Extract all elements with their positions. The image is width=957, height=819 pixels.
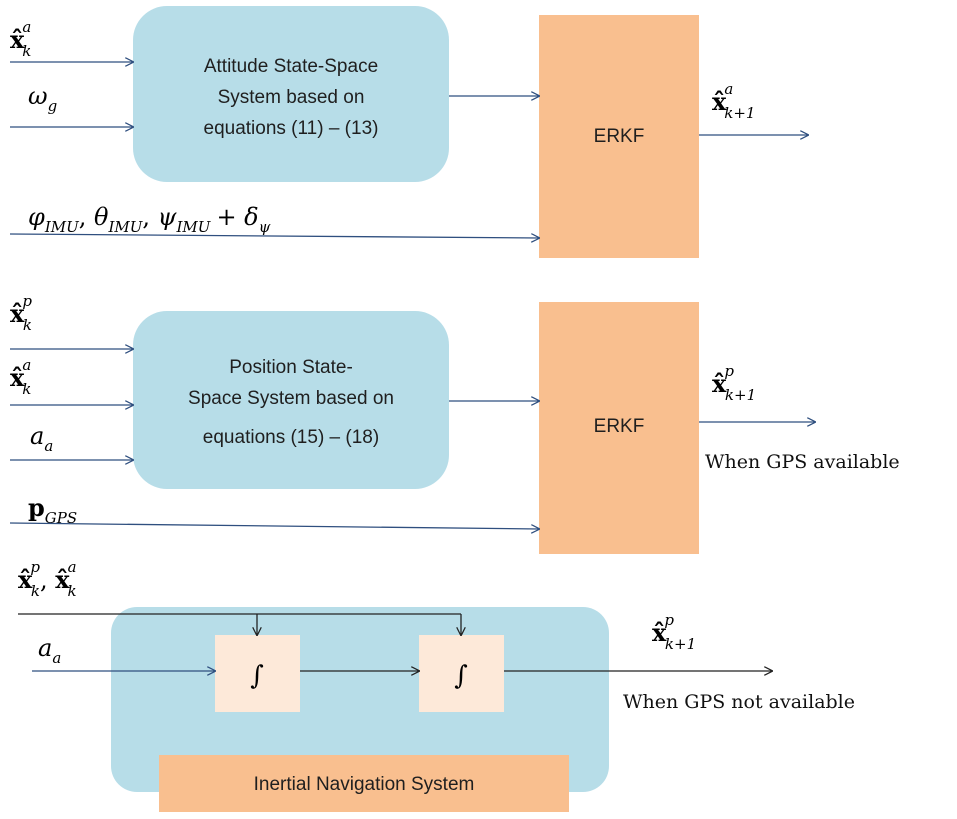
integrator-1-box xyxy=(215,635,300,712)
integrator-2-box xyxy=(419,635,504,712)
attitude-erkf-box xyxy=(539,15,699,258)
attitude-input-euler-label: φIMU, θIMU, ψIMU+ δψ xyxy=(28,203,271,236)
attitude-box-line3: equations (11) – (13) xyxy=(204,118,379,139)
attitude-box-line1: Attitude State-Space xyxy=(204,56,378,77)
position-erkf-box xyxy=(539,302,699,554)
position-box-line2: Space System based on xyxy=(188,388,394,409)
position-erkf-label: ERKF xyxy=(594,416,645,437)
attitude-erkf-label: ERKF xyxy=(594,126,645,147)
ins-label: Inertial Navigation System xyxy=(254,774,475,795)
position-section: Position State- Space System based on eq… xyxy=(9,292,900,554)
position-input-accel-label: aa xyxy=(30,422,53,455)
integrator-1-symbol: ∫ xyxy=(250,661,264,691)
ins-input-accel-label: aa xyxy=(38,634,61,667)
attitude-state-space-box xyxy=(133,6,449,182)
attitude-input-euler-arrow xyxy=(9,233,539,238)
integrator-2-symbol: ∫ xyxy=(454,661,468,691)
position-output-caption: When GPS available xyxy=(705,451,900,473)
attitude-input-omega-label: ωg xyxy=(28,82,57,115)
ins-label-box xyxy=(159,755,569,812)
attitude-section: Attitude State-Space System based on equ… xyxy=(9,6,808,258)
position-box-line1: Position State- xyxy=(229,357,353,378)
position-input-gps-label: pGPS xyxy=(28,493,77,527)
position-input-gps-arrow xyxy=(9,522,539,529)
ins-output-caption: When GPS not available xyxy=(623,691,855,713)
attitude-box-line2: System based on xyxy=(218,87,365,108)
position-box-line3: equations (15) – (18) xyxy=(203,427,379,448)
position-state-space-box xyxy=(133,311,449,489)
